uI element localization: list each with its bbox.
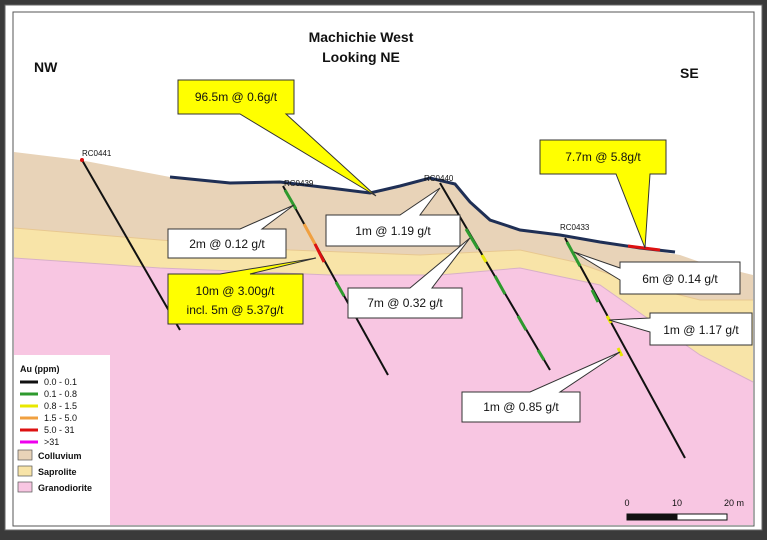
callout-2m: 2m @ 0.12 g/t (167, 204, 295, 259)
callout-1m-0-85: 1m @ 0.85 g/t (461, 351, 621, 423)
scale-tick-0: 0 (624, 498, 629, 508)
svg-text:6m @ 0.14 g/t: 6m @ 0.14 g/t (642, 272, 718, 286)
scale-tick-20: 20 m (724, 498, 744, 508)
legend: Au (ppm) 0.0 - 0.1 0.1 - 0.8 0.8 - 1.5 1.5 … (14, 355, 110, 525)
hole-label-rc0441: RC0441 (82, 149, 112, 158)
svg-text:7m @ 0.32 g/t: 7m @ 0.32 g/t (367, 296, 443, 310)
legend-label-au-1: 0.1 - 0.8 (44, 389, 77, 399)
topographic-surface-line (169, 175, 676, 254)
legend-swatch-unit-0 (17, 449, 33, 461)
callout-96-5m: 96.5m @ 0.6g/t (177, 79, 377, 197)
svg-text:1m @ 1.19 g/t: 1m @ 1.19 g/t (355, 224, 431, 238)
svg-text:7.7m @ 5.8g/t: 7.7m @ 5.8g/t (565, 150, 641, 164)
legend-label-unit-2: Granodiorite (38, 483, 92, 493)
drill-hole-rc0433 (564, 237, 686, 459)
granodiorite-unit (14, 258, 753, 525)
legend-label-au-3: 1.5 - 5.0 (44, 413, 77, 423)
legend-swatch-unit-1 (17, 465, 33, 477)
direction-nw: NW (34, 59, 58, 75)
legend-title: Au (ppm) (20, 364, 60, 374)
svg-text:10m @ 3.00g/t: 10m @ 3.00g/t (196, 284, 276, 298)
callout-7-7m: 7.7m @ 5.8g/t (539, 139, 667, 249)
drill-hole-rc0439 (282, 185, 389, 376)
drill-hole-rc0441 (80, 158, 181, 331)
drill-hole-rc0440 (439, 182, 551, 371)
hole-label-rc0440: RC0440 (424, 174, 454, 183)
hole-label-rc0433: RC0433 (560, 223, 590, 232)
legend-swatch-unit-2 (17, 481, 33, 493)
hole-label-rc0439: RC0439 (284, 179, 314, 188)
scale-tick-10: 10 (672, 498, 682, 508)
direction-se: SE (680, 65, 699, 81)
legend-label-unit-0: Colluvium (38, 451, 82, 461)
legend-label-au-4: 5.0 - 31 (44, 425, 75, 435)
svg-text:2m @ 0.12 g/t: 2m @ 0.12 g/t (189, 237, 265, 251)
title-line-1: Machichie West (309, 29, 414, 45)
svg-text:1m @ 0.85 g/t: 1m @ 0.85 g/t (483, 400, 559, 414)
saprolite-unit (14, 228, 753, 382)
legend-label-unit-1: Saprolite (38, 467, 77, 477)
legend-label-au-0: 0.0 - 0.1 (44, 377, 77, 387)
callout-1m-1-19: 1m @ 1.19 g/t (325, 187, 461, 247)
callout-7m: 7m @ 0.32 g/t (347, 237, 471, 319)
scale-bar: 0 10 20 m (624, 498, 744, 521)
svg-text:incl. 5m @ 5.37g/t: incl. 5m @ 5.37g/t (187, 303, 285, 317)
legend-label-au-2: 0.8 - 1.5 (44, 401, 77, 411)
svg-text:1m @ 1.17 g/t: 1m @ 1.17 g/t (663, 323, 739, 337)
legend-label-au-5: >31 (44, 437, 59, 447)
callout-1m-1-17: 1m @ 1.17 g/t (608, 312, 753, 346)
callout-10m: 10m @ 3.00g/t incl. 5m @ 5.37g/t (167, 257, 317, 325)
callout-6m: 6m @ 0.14 g/t (573, 251, 741, 295)
title-line-2: Looking NE (322, 49, 400, 65)
svg-text:96.5m @ 0.6g/t: 96.5m @ 0.6g/t (195, 90, 278, 104)
